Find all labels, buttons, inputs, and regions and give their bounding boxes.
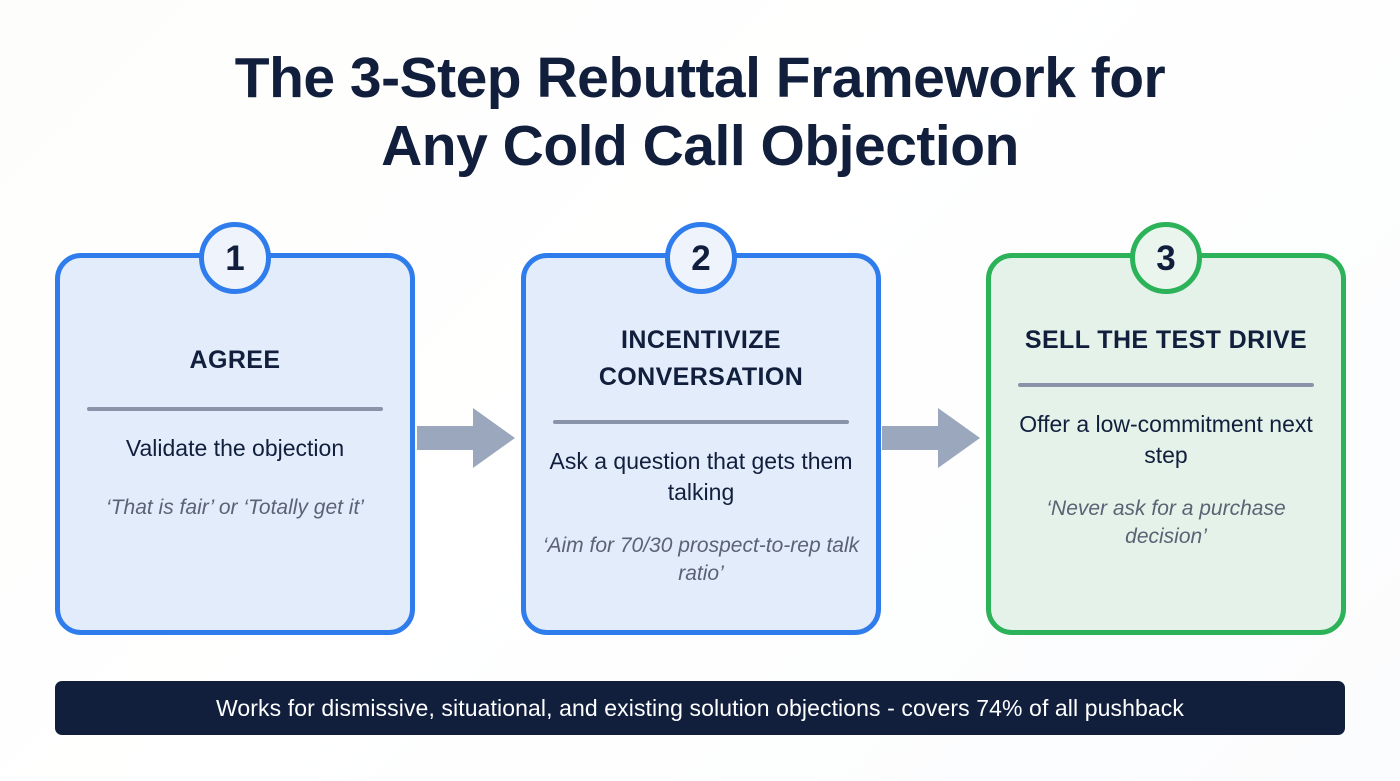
page-title-line-2: Any Cold Call Objection — [381, 114, 1019, 178]
footer-banner-text: Works for dismissive, situational, and e… — [216, 694, 1184, 721]
step-divider-1 — [87, 407, 383, 411]
arrow-right-icon — [417, 408, 515, 468]
step-body-2: Ask a question that gets them talking — [549, 448, 853, 505]
page-title: The 3-Step Rebuttal Framework for Any Co… — [0, 44, 1400, 180]
step-card-1: 1 AGREE Validate the objection ‘That is … — [55, 222, 415, 635]
step-quote-1: ‘That is fair’ or ‘Totally get it’ — [106, 496, 364, 519]
step-card-2: 2 INCENTIVIZE CONVERSATION Ask a questio… — [521, 222, 881, 635]
step-number-label-1: 1 — [225, 238, 245, 278]
step-body-3: Offer a low-commitment next step — [1019, 411, 1313, 468]
step-divider-3 — [1018, 383, 1314, 387]
footer-banner: Works for dismissive, situational, and e… — [55, 681, 1345, 735]
step-quote-3: ‘Never ask for a purchase decision’ — [1046, 497, 1286, 548]
step-number-badge-3: 3 — [1130, 222, 1202, 294]
page-title-line-1: The 3-Step Rebuttal Framework for — [234, 46, 1166, 110]
step-heading-1: AGREE — [189, 346, 281, 374]
step-heading-3: SELL THE TEST DRIVE — [1024, 326, 1308, 354]
step-number-badge-1: 1 — [199, 222, 271, 294]
step-quote-2: ‘Aim for 70/30 prospect-to-rep talk rati… — [542, 534, 860, 585]
step-divider-2 — [553, 420, 849, 424]
step-heading-2: INCENTIVIZE CONVERSATION — [598, 326, 804, 391]
step-number-badge-2: 2 — [665, 222, 737, 294]
step-card-3: 3 SELL THE TEST DRIVE Offer a low-commit… — [986, 222, 1346, 635]
step-number-label-3: 3 — [1156, 238, 1176, 278]
step-number-label-2: 2 — [691, 238, 711, 278]
steps-container: 1 AGREE Validate the objection ‘That is … — [55, 222, 1346, 635]
step-body-1: Validate the objection — [125, 435, 345, 461]
arrow-right-icon — [882, 408, 980, 468]
